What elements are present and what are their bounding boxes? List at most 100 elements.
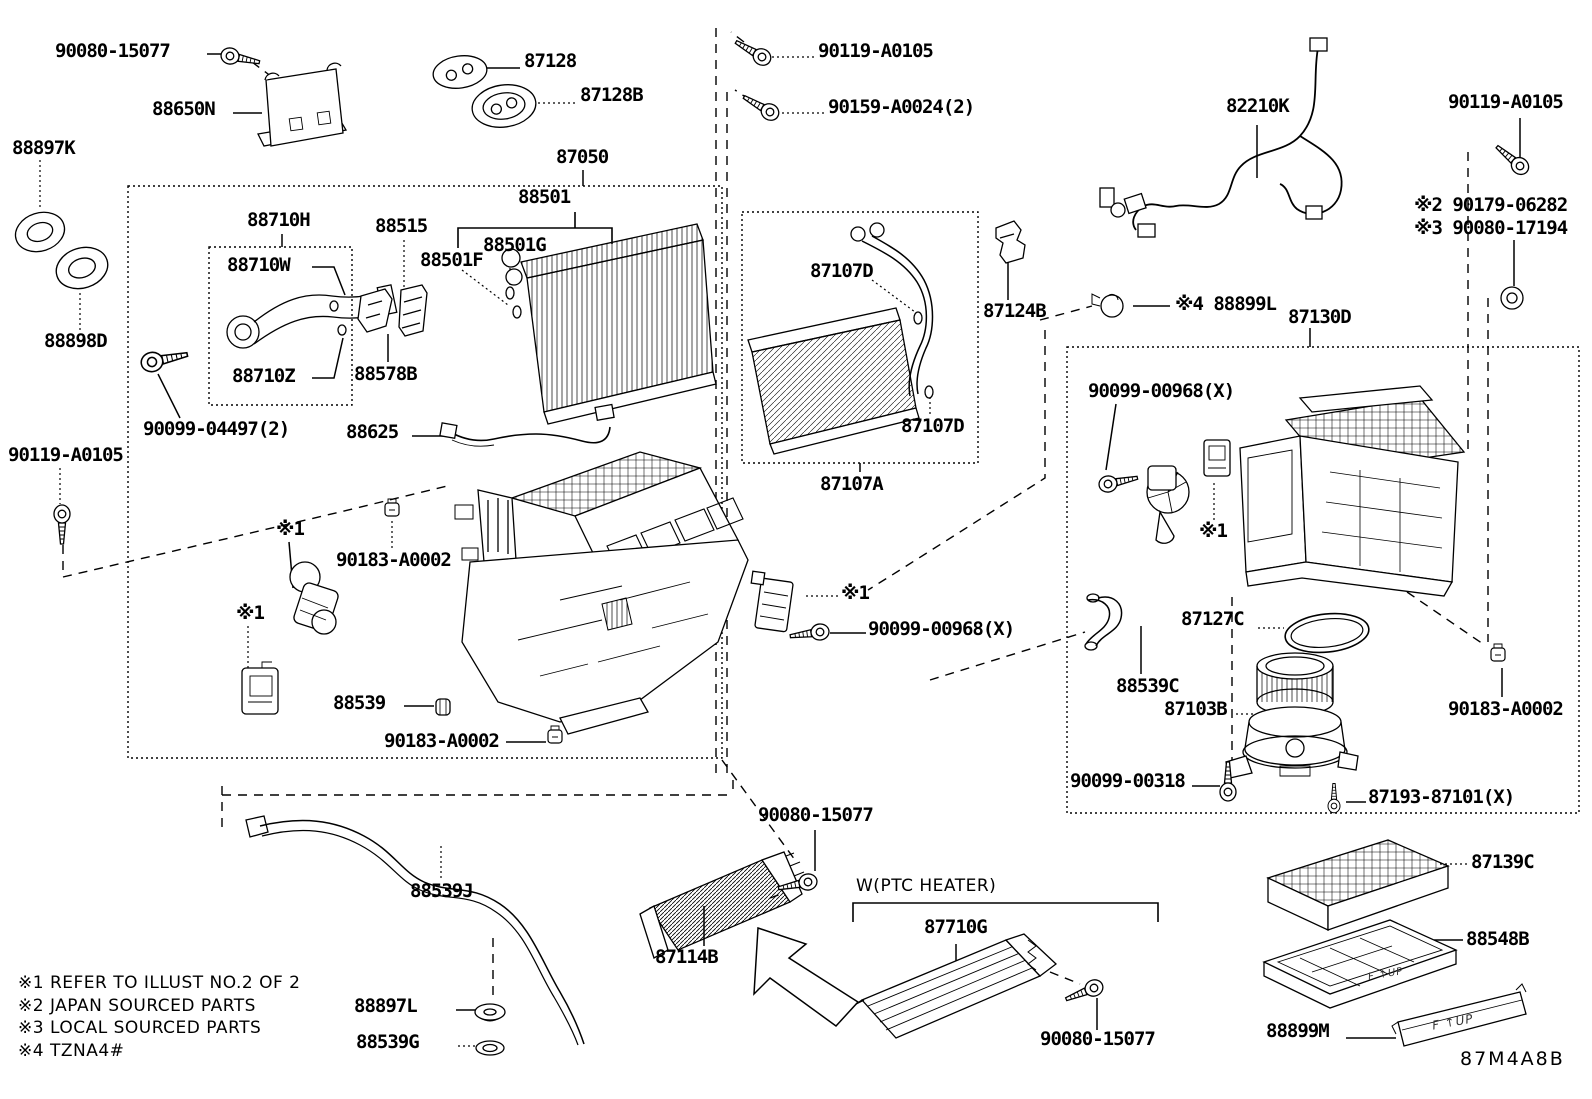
ref-label-1-right: ※1 [1199,520,1228,542]
part-label-87050: 87050 [556,146,609,168]
ref-label-4-88899L: ※4 88899L [1175,293,1277,315]
part-label-88501: 88501 [518,186,571,208]
part-label-88539: 88539 [333,692,386,714]
screw-87193-87101 [1327,783,1341,814]
part-label-90099-00318: 90099-00318 [1070,770,1186,792]
part-label-87103B: 87103B [1164,698,1228,720]
hvac-unit-body [454,451,749,735]
part-label-90119-A0105-left: 90119-A0105 [8,444,124,466]
screw-90080-15077-tl [218,45,262,71]
actuator-right [1203,439,1231,477]
amplifier-assy-88650N [257,62,348,147]
figure-code: 87M4A8B [1460,1048,1565,1070]
heater-core-87114B [639,851,809,959]
bracket-88515 [398,284,428,337]
part-label-90080-15077-bot: 90080-15077 [1040,1028,1156,1050]
part-label-90119-A0105-mid: 90119-A0105 [818,40,934,62]
part-label-88897L: 88897L [354,995,418,1017]
part-label-90099-00968-mid: 90099-00968(X) [868,618,1015,640]
part-label-88650N: 88650N [152,98,216,120]
screw-90119-A0105-left [53,504,71,545]
ref-label-2-90179-06282: ※2 90179-06282 [1414,194,1568,216]
part-label-87193-87101: 87193-87101(X) [1368,786,1515,808]
part-label-88539G: 88539G [356,1031,420,1053]
servo-motor-b [241,661,279,715]
part-label-87114B: 87114B [655,946,719,968]
direction-arrow [753,926,860,1028]
part-label-88578B: 88578B [354,363,418,385]
part-label-90080-15077-mid: 90080-15077 [758,804,874,826]
part-label-90183-A0002-right: 90183-A0002 [1448,698,1564,720]
blower-resistor-mid [750,570,794,633]
parts-artwork [9,34,1533,1056]
servo-motor-a [289,561,339,635]
hose-88539J [245,815,585,1046]
screw-90119-A0105-mid [731,34,775,70]
cabin-filter-87139C [1266,839,1450,932]
bracket-88578B [357,288,393,333]
part-label-87128: 87128 [524,50,577,72]
blower-motor-87103B [1225,652,1359,779]
ref-label-3-90080-17194: ※3 90080-17194 [1414,217,1568,239]
part-label-87130D: 87130D [1288,306,1352,328]
ref-label-1b: ※1 [236,602,265,624]
grommet-88539G [475,1040,505,1056]
grommet-87128B [471,84,537,128]
part-label-88539J: 88539J [410,880,474,902]
legend-note-4: ※4 TZNA4# [18,1041,125,1061]
part-label-90159-A0024: 90159-A0024(2) [828,96,975,118]
group-brackets [457,212,1159,922]
screw-90119-A0105-right [1491,139,1533,179]
legend-note-3: ※3 LOCAL SOURCED PARTS [18,1018,262,1038]
heater-core-87107A [747,222,934,455]
evaporator-bracket [457,212,613,248]
ptc-heater-bracket [852,902,1159,922]
bolt-90099-04497 [138,344,190,375]
part-label-90183-A0002-a: 90183-A0002 [336,549,452,571]
part-label-90099-00968-right: 90099-00968(X) [1088,380,1235,402]
ref-label-1a: ※1 [276,518,305,540]
part-label-82210K: 82210K [1226,95,1290,117]
part-label-90119-A0105-right: 90119-A0105 [1448,91,1564,113]
part-label-88710W: 88710W [227,254,291,276]
part-label-88710Z: 88710Z [232,365,296,387]
screw-90080-15077-bot [1062,976,1106,1008]
nut-90080-17194 [1500,286,1524,310]
part-label-87139C: 87139C [1471,851,1535,873]
screw-90099-00968-right [1096,469,1140,495]
part-label-87107A: 87107A [820,473,884,495]
grommet-88897L [474,1003,506,1022]
clip-88539 [435,698,451,716]
part-label-87107D-b: 87107D [901,415,965,437]
leader-lines-dotted [39,56,1468,1047]
ptc-heater-note: W(PTC HEATER) [856,876,997,896]
hose-88539C [1084,593,1123,651]
blower-case-87130 [1239,385,1466,597]
part-label-88515: 88515 [375,215,428,237]
wire-harness-82210K [1099,37,1343,238]
part-label-87710G: 87710G [924,916,988,938]
part-label-90099-04497: 90099-04497(2) [143,418,290,440]
clip-90183-right [1490,643,1506,662]
part-label-87128B: 87128B [580,84,644,106]
part-label-88539C: 88539C [1116,675,1180,697]
part-label-90183-A0002-b: 90183-A0002 [384,730,500,752]
servo-motor-right [1146,465,1190,544]
oring-87127C [1284,612,1370,654]
filter-tray-88548B [1262,919,1458,1009]
legend-note-1: ※1 REFER TO ILLUST NO.2 OF 2 [18,973,301,993]
part-label-88899M: 88899M [1266,1020,1330,1042]
part-label-90080-15077-tl: 90080-15077 [55,40,171,62]
part-label-88898D: 88898D [44,330,108,352]
screw-90159-A0024 [739,89,783,125]
part-label-88897K: 88897K [12,137,76,159]
sensor-88899L [1091,293,1124,318]
clip-90183-b [547,725,563,744]
evaporator-88501 [501,223,717,425]
grommet-88897K [9,205,71,259]
part-label-87127C: 87127C [1181,608,1245,630]
clip-90183-a [384,498,400,517]
legend-note-2: ※2 JAPAN SOURCED PARTS [18,996,256,1016]
part-label-88501G: 88501G [483,234,547,256]
